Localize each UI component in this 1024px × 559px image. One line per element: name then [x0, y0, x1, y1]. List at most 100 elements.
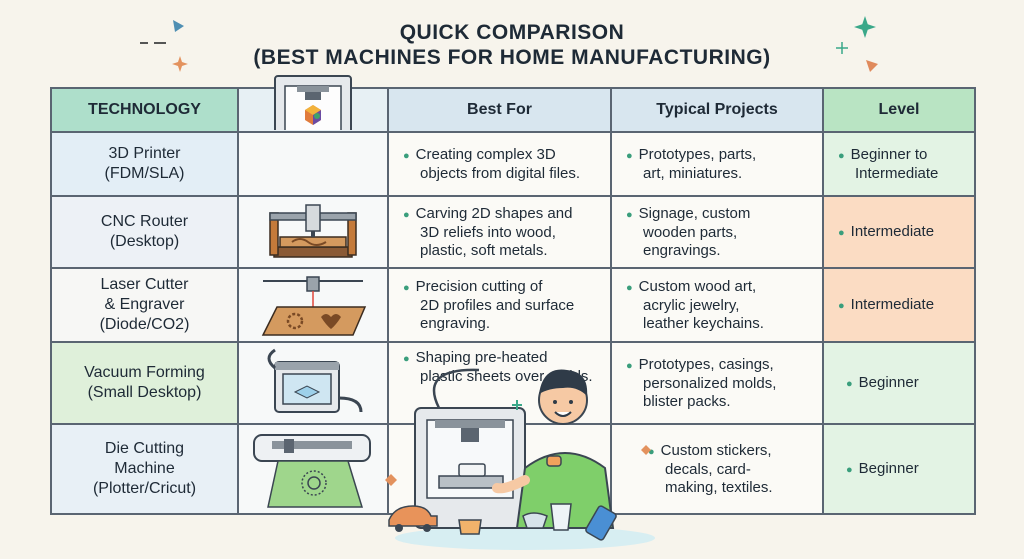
technology-name-line: (Small Desktop)	[87, 384, 202, 401]
technology-image	[237, 267, 389, 343]
bullet-icon: ●	[626, 149, 633, 162]
table-row: 3D Printer (FDM/SLA) ● Creating complex 3…	[50, 131, 976, 197]
bullet-icon: ●	[846, 377, 853, 390]
technology-name-line: (FDM/SLA)	[104, 165, 185, 182]
technology-image	[237, 341, 389, 425]
sparkle-star-icon	[172, 56, 188, 72]
technology-name-line: (Diode/CO2)	[99, 316, 190, 333]
illustration-printer-icon	[414, 368, 526, 529]
level-line: Beginner to	[850, 145, 928, 163]
technology-name-line: CNC Router	[100, 213, 189, 230]
bullet-icon: ●	[403, 281, 410, 294]
technology-name: Laser Cutter & Engraver (Diode/CO2)	[50, 267, 239, 343]
table-row: Vacuum Forming (Small Desktop) ● Shaping …	[50, 341, 976, 425]
bullet-icon: ●	[838, 149, 845, 162]
typical-line: Prototypes, parts,	[638, 145, 757, 163]
comparison-table: TECHNOLOGY Best For Typical Projects Lev…	[50, 75, 976, 515]
bullet-icon: ●	[838, 299, 845, 312]
technology-image	[237, 423, 389, 515]
header-typical-projects: Typical Projects	[610, 87, 824, 133]
3d-printer-header-icon	[274, 75, 352, 130]
header-image	[237, 75, 389, 133]
maker-person-icon	[492, 369, 615, 529]
typical-line: wooden parts,	[643, 223, 738, 241]
level-line: Intermediate	[850, 222, 935, 240]
bullet-icon: ●	[626, 208, 633, 221]
technology-name-line: & Engraver	[104, 296, 185, 313]
bullet-icon: ●	[838, 226, 845, 239]
typical-projects-cell: ● Prototypes, parts, art, miniatures.	[610, 131, 824, 197]
cnc-router-icon	[269, 204, 357, 258]
table-row: CNC Router (Desktop) ●Carving 2D shapes …	[50, 195, 976, 269]
sparkle-dots-icon	[836, 42, 848, 54]
technology-name-line: Machine	[114, 460, 175, 477]
bullet-icon: ●	[626, 281, 633, 294]
table-row: Laser Cutter & Engraver (Diode/CO2) ● Pre…	[50, 267, 976, 343]
typical-line: blister packs.	[643, 392, 731, 410]
bullet-icon: ●	[648, 445, 655, 458]
technology-name: 3D Printer (FDM/SLA)	[50, 131, 239, 197]
typical-projects-cell: ● Prototypes, casings, personalized molds…	[610, 341, 824, 425]
best-for-line: 3D reliefs into wood,	[420, 223, 556, 241]
typical-projects-cell: ●Custom stickers, decals, card- making, …	[610, 423, 824, 515]
typical-line: Signage, custom	[638, 204, 751, 222]
title-line-2: (BEST MACHINES FOR HOME MANUFACTURING)	[253, 46, 771, 69]
typical-projects-cell: ● Signage, custom wooden parts, engraving…	[610, 195, 824, 269]
best-for-line: Creating complex 3D	[415, 145, 556, 163]
sparkle-triangle-icon	[866, 60, 878, 72]
maker-illustration	[385, 368, 655, 550]
technology-name-line: Die Cutting	[104, 440, 185, 457]
technology-name-line: Vacuum Forming	[84, 364, 205, 381]
best-for-line: Shaping pre-heated	[415, 349, 548, 366]
level-line: Intermediate	[850, 295, 935, 313]
level-line: Beginner	[858, 459, 919, 477]
table-header-row: TECHNOLOGY Best For Typical Projects Lev…	[50, 75, 976, 133]
level-line: Intermediate	[855, 164, 939, 182]
typical-line: Custom stickers,	[660, 441, 772, 459]
technology-name-line: Laser Cutter	[100, 276, 189, 293]
technology-name: Die Cutting Machine (Plotter/Cricut)	[50, 423, 239, 515]
typical-line: making, textiles.	[665, 478, 773, 496]
typical-projects-cell: ● Custom wood art, acrylic jewelry, leath…	[610, 267, 824, 343]
level-cell: ● Beginner to Intermediate	[822, 131, 976, 197]
bullet-icon: ●	[846, 463, 853, 476]
sparkle-star-icon	[854, 16, 876, 38]
typical-line: art, miniatures.	[643, 164, 743, 182]
technology-name-line: (Plotter/Cricut)	[92, 480, 197, 497]
best-for-line: 2D profiles and surface	[420, 296, 575, 314]
page-title: QUICK COMPARISON (BEST MACHINES FOR HOME…	[0, 20, 1024, 70]
level-cell: ● Beginner	[822, 423, 976, 515]
dash-decoration	[140, 42, 166, 44]
best-for-line: plastic, soft metals.	[420, 241, 548, 259]
technology-name-line: 3D Printer	[108, 145, 181, 162]
typical-line: leather keychains.	[643, 314, 764, 332]
header-technology: TECHNOLOGY	[50, 87, 239, 133]
header-level: Level	[822, 87, 976, 133]
technology-image	[237, 195, 389, 269]
bullet-icon: ●	[403, 149, 410, 162]
typical-line: engravings.	[643, 241, 721, 259]
typical-line: personalized molds,	[643, 374, 777, 392]
sparkle-triangle-icon	[173, 20, 184, 32]
level-line: Beginner	[858, 373, 919, 391]
vacuum-former-icon	[267, 348, 363, 413]
typical-line: acrylic jewelry,	[643, 296, 740, 314]
typical-line: Prototypes, casings,	[638, 355, 774, 373]
best-for-cell: ● Precision cutting of 2D profiles and su…	[387, 267, 612, 343]
bullet-icon: ●	[403, 353, 410, 365]
laser-cutter-icon	[261, 276, 367, 336]
table-row: Die Cutting Machine (Plotter/Cricut) ● Cu…	[50, 423, 976, 515]
technology-name: CNC Router (Desktop)	[50, 195, 239, 269]
best-for-line: Precision cutting of	[415, 277, 543, 295]
best-for-cell: ●Carving 2D shapes and 3D reliefs into w…	[387, 195, 612, 269]
level-cell: ● Beginner	[822, 341, 976, 425]
best-for-line: objects from digital files.	[420, 164, 581, 182]
level-cell: ● Intermediate	[822, 267, 976, 343]
level-cell: ● Intermediate	[822, 195, 976, 269]
title-line-1: QUICK COMPARISON	[399, 21, 625, 44]
typical-line: Custom wood art,	[638, 277, 757, 295]
best-for-line: engraving.	[420, 314, 491, 332]
bullet-icon: ●	[626, 359, 633, 372]
best-for-line: Carving 2D shapes and	[415, 204, 573, 222]
technology-image	[237, 131, 389, 197]
